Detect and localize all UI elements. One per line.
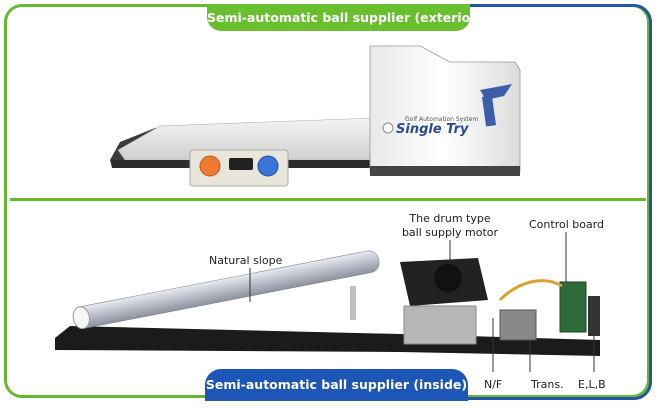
decal-figure — [481, 95, 497, 127]
device-subtitle: Golf Automation System — [405, 116, 478, 123]
label-drum-motor-line2: ball supply motor — [401, 226, 499, 239]
drum-motor-base — [403, 305, 477, 345]
blue-button[interactable] — [257, 155, 279, 177]
panel-display — [229, 158, 253, 170]
device-hopper — [369, 45, 521, 173]
golf-ball-icon — [382, 122, 394, 134]
orange-button[interactable] — [199, 155, 221, 177]
wiring-harness — [498, 279, 563, 302]
tube-bracket — [350, 286, 356, 320]
frame-border-blue — [392, 4, 652, 400]
device-hopper-base — [370, 166, 520, 176]
natural-slope-tube — [72, 250, 380, 330]
drum-motor-drum — [434, 264, 462, 292]
inside-base-plate — [55, 326, 600, 356]
elb-breaker — [588, 296, 600, 336]
device-brand: Single Try — [396, 122, 469, 137]
inside-title: Semi-automatic ball supplier (inside) — [205, 369, 468, 401]
section-divider — [10, 198, 646, 201]
control-board — [559, 281, 587, 333]
label-control-board: Control board — [529, 218, 605, 231]
label-elb: E,L,B — [578, 378, 606, 391]
exterior-title: Semi-automatic ball supplier (exterior) — [207, 4, 482, 31]
label-natural-slope: Natural slope — [209, 254, 283, 267]
label-trans: Trans. — [531, 378, 564, 391]
label-nf: N/F — [484, 378, 503, 391]
label-drum-motor-line1: The drum type — [409, 212, 491, 225]
transformer — [499, 309, 537, 341]
